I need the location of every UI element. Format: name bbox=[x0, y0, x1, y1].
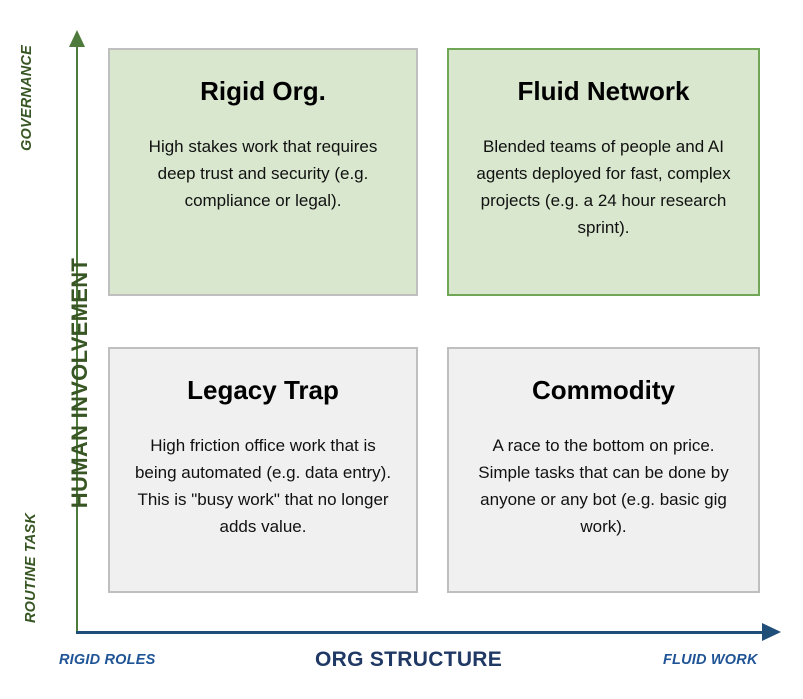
y-axis-line bbox=[76, 44, 78, 633]
quadrant-title: Rigid Org. bbox=[200, 76, 326, 106]
quadrant-title: Legacy Trap bbox=[187, 375, 339, 405]
quadrant-fluid-network[interactable]: Fluid Network Blended teams of people an… bbox=[447, 48, 760, 296]
quadrant-description: A race to the bottom on price. Simple ta… bbox=[478, 436, 729, 537]
quadrant-description: Blended teams of people and AI agents de… bbox=[476, 137, 731, 238]
x-axis-low-label: RIGID ROLES bbox=[59, 652, 156, 668]
quadrant-commodity[interactable]: Commodity A race to the bottom on price.… bbox=[447, 347, 760, 593]
x-axis-right-arrow-icon bbox=[762, 623, 781, 641]
x-axis-line bbox=[76, 631, 764, 634]
quadrant-description: High stakes work that requires deep trus… bbox=[148, 137, 378, 211]
y-axis-high-label: GOVERNANCE bbox=[19, 45, 35, 151]
x-axis-title: ORG STRUCTURE bbox=[315, 648, 503, 671]
x-axis-high-label: FLUID WORK bbox=[663, 652, 758, 668]
quadrant-rigid-org[interactable]: Rigid Org. High stakes work that require… bbox=[108, 48, 418, 296]
quadrant-title: Commodity bbox=[532, 375, 675, 405]
quadrant-title: Fluid Network bbox=[517, 76, 690, 106]
y-axis-up-arrow-icon bbox=[69, 30, 85, 47]
quadrant-legacy-trap[interactable]: Legacy Trap High friction office work th… bbox=[108, 347, 418, 593]
quadrant-description: High friction office work that is being … bbox=[134, 436, 392, 537]
y-axis-low-label: ROUTINE TASK bbox=[23, 512, 39, 624]
y-axis-title: HUMAN INVOLVEMENT bbox=[67, 257, 92, 509]
